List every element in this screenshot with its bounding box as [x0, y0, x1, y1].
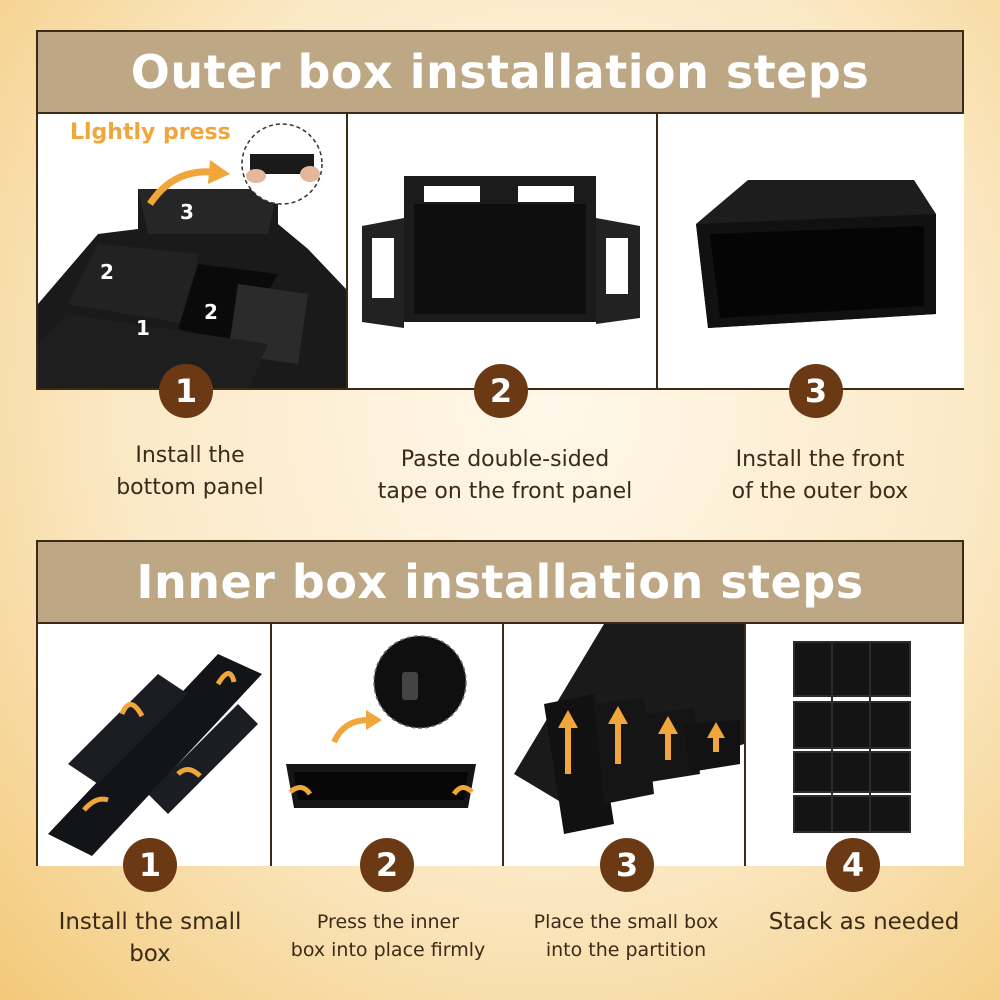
inner-step-3-badge: 3: [600, 838, 654, 892]
outer-step-3-image: [658, 114, 964, 388]
panel-number-3: 3: [180, 200, 194, 224]
inner-divider-1: [270, 624, 272, 866]
inner-step-2-caption-line1: Press the inner: [316, 911, 460, 933]
closed-box-illustration: [696, 180, 936, 328]
outer-step-1-badge: 1: [159, 364, 213, 418]
inner-step-4-caption-line1: Stack as needed: [768, 909, 960, 935]
inner-step-4-badge: 4: [826, 838, 880, 892]
outer-step-2-badge: 2: [474, 364, 528, 418]
outer-step-1-caption-line1: Install the: [135, 443, 245, 468]
inner-section: Inner box installation steps: [36, 540, 964, 866]
inner-title: Inner box installation steps: [136, 555, 864, 609]
outer-step-3-caption-line1: Install the front: [735, 447, 905, 472]
inner-step-3-caption-line2: into the partition: [545, 939, 707, 961]
outer-step-3-caption: Install the front of the outer box: [690, 444, 950, 508]
inner-step-3-caption: Place the small box into the partition: [508, 908, 744, 964]
outer-title: Outer box installation steps: [130, 45, 870, 99]
outer-step-1-image: Llghtly press 3 2 2 1: [38, 114, 346, 388]
folding-box-illustration: [38, 123, 346, 388]
inner-step-1-caption-line1: Install the small: [58, 909, 242, 935]
outer-step-3-badge: 3: [789, 364, 843, 418]
inner-step-2-caption: Press the inner box into place firmly: [270, 908, 506, 964]
inner-divider-2: [502, 624, 504, 866]
outer-step-2-caption: Paste double-sided tape on the front pan…: [340, 444, 670, 508]
inner-step-1-caption: Install the small box: [20, 906, 280, 970]
inner-step-1-image: [38, 624, 270, 866]
inner-step-2-image: [272, 624, 502, 866]
panel-number-1: 1: [136, 316, 150, 340]
partition-box-illustration: [514, 624, 744, 834]
stacked-boxes-illustration: [793, 641, 911, 833]
inner-step-2-badge: 2: [360, 838, 414, 892]
outer-section: Outer box installation steps Llghtly pre…: [36, 30, 964, 390]
inner-step-1-badge: 1: [123, 838, 177, 892]
outer-divider-2: [656, 114, 658, 388]
press-hint: Llghtly press: [70, 120, 231, 145]
outer-step-3-caption-line2: of the outer box: [731, 479, 909, 504]
outer-step-1-caption-line2: bottom panel: [116, 475, 264, 500]
flat-box-template-illustration: [48, 654, 262, 856]
inner-step-1-caption-line2: box: [129, 941, 171, 967]
outer-step-2-caption-line1: Paste double-sided: [400, 447, 610, 472]
inner-header: Inner box installation steps: [36, 540, 964, 624]
panel-number-2-right: 2: [204, 300, 218, 324]
outer-step-2-image: [348, 114, 656, 388]
inner-step-3-caption-line1: Place the small box: [533, 911, 719, 933]
inner-divider-3: [744, 624, 746, 866]
outer-header: Outer box installation steps: [36, 30, 964, 114]
outer-step-2-caption-line2: tape on the front panel: [377, 479, 633, 504]
outer-divider-1: [346, 114, 348, 388]
inner-steps-row: [36, 624, 964, 866]
inner-step-2-caption-line2: box into place firmly: [290, 939, 486, 961]
press-arrow-icon: [147, 168, 214, 206]
outer-step-1-caption: Install the bottom panel: [60, 440, 320, 504]
inner-box-illustration: [286, 635, 476, 808]
inner-step-3-image: [504, 624, 744, 866]
outer-steps-row: Llghtly press 3 2 2 1: [36, 114, 964, 390]
inner-step-4-caption: Stack as needed: [748, 906, 980, 938]
open-box-illustration: [362, 176, 640, 328]
panel-number-2-left: 2: [100, 260, 114, 284]
inner-step-4-image: [746, 624, 964, 866]
